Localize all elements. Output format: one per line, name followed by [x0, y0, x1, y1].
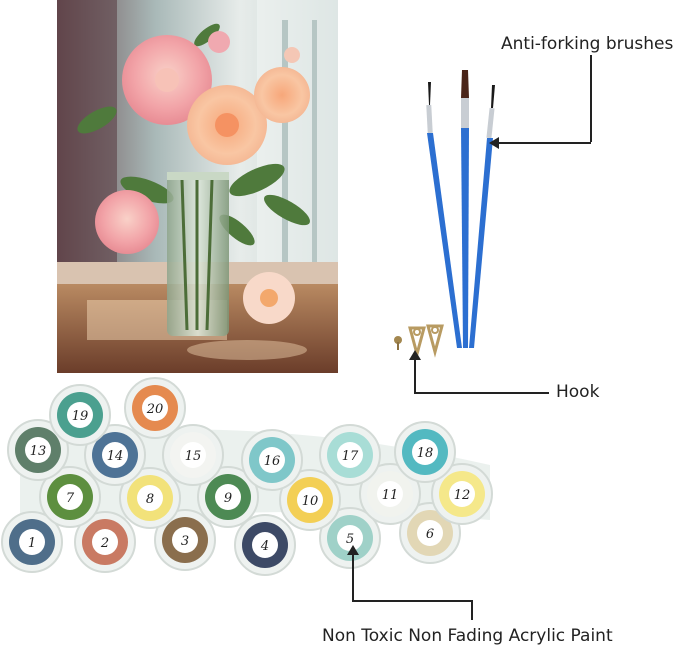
paint-pot-4: 4: [234, 514, 296, 576]
hook-callout-horizontal: [414, 392, 549, 394]
paint-pot-3: 3: [154, 509, 216, 571]
paint-pot-10: 10: [279, 469, 341, 531]
paint-arrow-icon: [347, 545, 359, 555]
paint-pot-9: 9: [197, 466, 259, 528]
paint-pot-number: 9: [224, 491, 232, 506]
paint-pot-number: 2: [100, 536, 109, 551]
paint-pot-number: 10: [302, 494, 319, 509]
paint-pot-number: 14: [107, 449, 124, 464]
hook-label: Hook: [556, 382, 600, 402]
hook-arrow-icon: [409, 350, 421, 360]
paint-pot-number: 11: [382, 488, 399, 503]
paint-callout-horizontal: [352, 600, 472, 602]
paint-pot-15: 15: [162, 424, 224, 486]
paint-pot-1: 1: [1, 511, 63, 573]
flower-painting: [57, 0, 338, 373]
paint-pot-number: 17: [342, 449, 359, 464]
paint-pot-17: 17: [319, 424, 381, 486]
brush-arrow-icon: [489, 137, 499, 149]
paint-pot-number: 16: [264, 454, 281, 469]
paint-pot-19: 19: [49, 384, 111, 446]
flat-brush-middle: [461, 70, 469, 348]
hook-icon: [394, 324, 444, 360]
paint-pot-number: 7: [66, 491, 75, 506]
brushes-label: Anti-forking brushes: [501, 34, 674, 54]
paint-pot-7: 7: [39, 466, 101, 528]
paint-pot-number: 20: [146, 402, 164, 417]
brush-callout-horizontal: [495, 142, 591, 144]
paint-pot-number: 4: [260, 539, 269, 554]
paint-pot-number: 18: [417, 446, 434, 461]
paint-pot-11: 11: [359, 463, 421, 525]
paint-pot-number: 19: [72, 409, 89, 424]
paint-pot-5: 5: [319, 507, 381, 569]
paint-pot-number: 8: [146, 492, 154, 507]
paint-pot-20: 20: [124, 377, 186, 439]
round-brush-left: [426, 82, 462, 348]
paint-pot-number: 1: [28, 536, 36, 551]
paint-pot-12: 12: [431, 463, 493, 525]
paint-pot-number: 12: [454, 488, 471, 503]
paint-pot-number: 13: [30, 444, 47, 459]
paint-pot-number: 3: [181, 534, 189, 549]
paint-pot-number: 5: [346, 532, 354, 547]
brush-callout-vertical: [590, 55, 592, 142]
paint-callout-drop: [471, 600, 473, 620]
hook-callout-vertical: [414, 358, 416, 393]
paint-pot-18: 18: [394, 421, 456, 483]
paint-pot-number: 6: [426, 527, 434, 542]
peony-vase-illustration: [57, 0, 338, 373]
paint-pot-13: 13: [7, 419, 69, 481]
paint-pot-8: 8: [119, 467, 181, 529]
round-brush-right: [469, 85, 495, 348]
paint-pot-number: 15: [185, 449, 202, 464]
paint-pot-14: 14: [84, 424, 146, 486]
brush-set-illustration: [426, 70, 495, 348]
paint-pot-2: 2: [74, 511, 136, 573]
paint-label: Non Toxic Non Fading Acrylic Paint: [322, 626, 613, 646]
paint-pot-16: 16: [241, 429, 303, 491]
paint-callout-vertical: [352, 553, 354, 601]
